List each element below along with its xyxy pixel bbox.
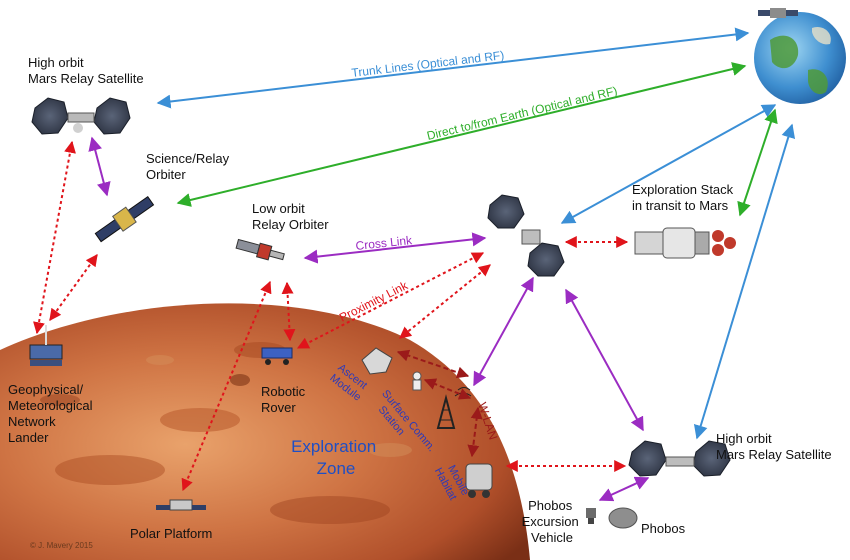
geophysical-lander-icon	[29, 325, 63, 366]
copyright: © J. Mavery 2015	[30, 541, 93, 550]
cross-link-stack-mobile	[473, 276, 534, 387]
wlan-tower-habitat	[467, 406, 483, 458]
wlan-astronaut-tower	[423, 378, 472, 400]
label-polar-platform: Polar Platform	[130, 526, 212, 541]
label-cross-link: Cross Link	[355, 233, 414, 253]
label-phobos-vehicle: Phobos Excursion Vehicle	[522, 498, 583, 545]
label-high-orbit-bottom: High orbit Mars Relay Satellite	[716, 431, 832, 462]
high-orbit-relay-satellite-bottom	[628, 440, 731, 477]
proximity-low-polar	[181, 280, 272, 492]
direct-earth-science	[176, 62, 747, 207]
exploration-stack-spacecraft	[634, 227, 736, 259]
trunk-line-relay-bottom	[693, 123, 796, 440]
label-exploration-zone: Exploration Zone	[291, 437, 381, 478]
high-orbit-relay-satellite-top	[31, 97, 131, 135]
proximity-science-lander	[49, 254, 98, 321]
label-phobos: Phobos	[641, 521, 686, 536]
proximity-stack-ascent	[399, 264, 491, 339]
label-trunk-lines: Trunk Lines (Optical and RF)	[351, 48, 505, 80]
label-science-relay: Science/Relay Orbiter	[146, 151, 233, 182]
polar-platform-icon	[156, 499, 206, 511]
phobos-moon	[608, 507, 638, 529]
science-relay-orbiter	[94, 196, 155, 243]
label-robotic-rover: Robotic Rover	[261, 384, 309, 415]
earth	[754, 12, 846, 104]
label-geophysical-lander: Geophysical/ Meteorological Network Land…	[8, 382, 96, 445]
ascent-module-icon	[361, 347, 393, 375]
astronaut-icon	[412, 371, 422, 391]
label-low-orbit: Low orbit Relay Orbiter	[252, 201, 329, 232]
mars-surface	[0, 303, 530, 560]
proximity-top-lander	[33, 140, 76, 335]
earth-satellite-icon	[758, 8, 798, 18]
phobos-excursion-vehicle-icon	[586, 508, 596, 524]
proximity-stack-rover	[296, 252, 485, 349]
transit-relay-satellite	[487, 194, 565, 277]
cross-link-bottom-phobos	[598, 476, 650, 502]
label-exploration-stack: Exploration Stack in transit to Mars	[632, 182, 737, 213]
label-high-orbit-top: High orbit Mars Relay Satellite	[28, 55, 144, 86]
label-direct-earth: Direct to/from Earth (Optical and RF)	[425, 84, 618, 143]
low-orbit-relay-orbiter	[235, 238, 285, 261]
label-proximity-link: Proximity Link	[337, 278, 411, 325]
cross-link-stack-bottom	[565, 288, 644, 432]
mobile-habitat-icon	[465, 463, 493, 498]
wlan-ascent-tower	[396, 349, 470, 379]
cross-link-top-science	[88, 136, 111, 197]
direct-earth-stack	[737, 108, 778, 217]
